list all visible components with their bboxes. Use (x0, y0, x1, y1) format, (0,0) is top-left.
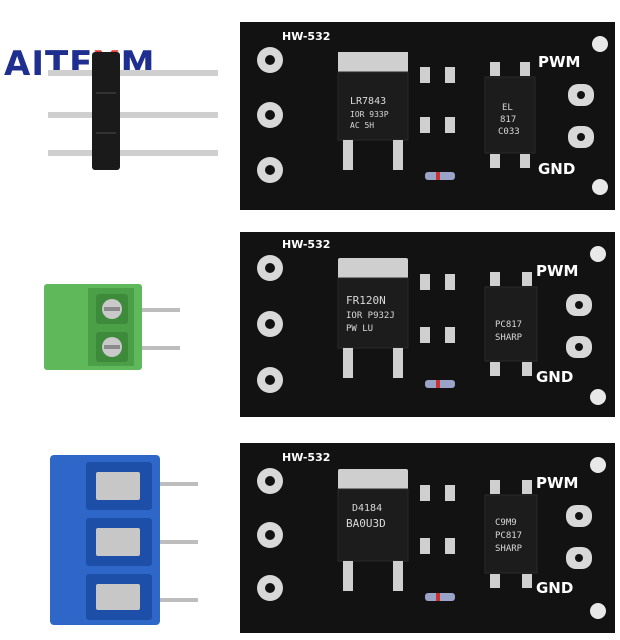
mosfet-board-1: HW-532 LR7843 IOR 933P AC 5H EL 817 C033 (240, 22, 615, 210)
board-model-label: HW-532 (282, 30, 330, 43)
pin-header-image (48, 52, 218, 170)
accessories (44, 52, 218, 625)
pwm-label: PWM (536, 262, 578, 280)
opto-line-3: C033 (498, 127, 520, 137)
opto-line-2: 817 (500, 115, 516, 125)
logo-suffix: M (120, 44, 156, 84)
pwm-label: PWM (536, 474, 578, 492)
board-model-label: HW-532 (282, 451, 330, 464)
logo-prefix: AITE (4, 44, 94, 84)
gnd-label: GND (538, 160, 575, 178)
mosfet-line-2: IOR P932J (346, 311, 395, 321)
opto-line-1: EL (502, 103, 513, 113)
mosfet-line-1: LR7843 (350, 96, 386, 107)
blue-terminal-image (50, 455, 198, 625)
board-model-label: HW-532 (282, 238, 330, 251)
mosfet-line-2: BA0U3D (346, 517, 386, 530)
mosfet-line-2: IOR 933P (350, 110, 389, 119)
mosfet-line-3: AC 5H (350, 121, 374, 130)
mosfet-line-1: FR120N (346, 294, 386, 307)
mosfet-board-3: HW-532 D4184 BA0U3D C9M9 PC817 SHARP PWM… (240, 443, 615, 633)
green-terminal-image (44, 284, 180, 370)
gnd-label: GND (536, 368, 573, 386)
mosfet-line-3: PW LU (346, 324, 373, 334)
opto-line-2: SHARP (495, 333, 523, 343)
opto-line-2: PC817 (495, 531, 522, 541)
opto-line-1: C9M9 (495, 518, 517, 528)
pwm-label: PWM (538, 53, 580, 71)
mosfet-line-1: D4184 (352, 503, 382, 514)
gnd-label: GND (536, 579, 573, 597)
mosfet-board-2: HW-532 FR120N IOR P932J PW LU PC817 SHAR… (240, 232, 615, 417)
opto-line-3: SHARP (495, 544, 523, 554)
opto-line-1: PC817 (495, 320, 522, 330)
